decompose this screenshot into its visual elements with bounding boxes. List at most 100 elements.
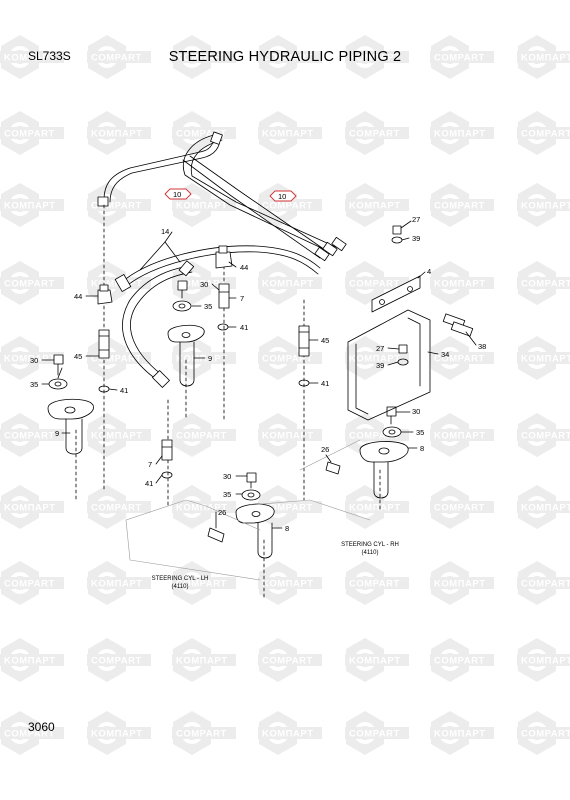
- watermark-tile: KOMПAPT: [258, 413, 322, 457]
- svg-text:KOMПAPT: KOMПAPT: [4, 656, 56, 667]
- watermark-tile: KOMПAPT: [517, 638, 570, 682]
- svg-text:KOMПAPT: KOMПAPT: [4, 201, 56, 212]
- svg-text:COMPART: COMPART: [4, 279, 55, 290]
- watermark-tile: COMPART: [345, 111, 409, 155]
- svg-text:COMPART: COMPART: [434, 354, 485, 365]
- callout-8b: 8: [420, 444, 424, 453]
- svg-text:KOMПAPT: KOMПAPT: [4, 354, 56, 365]
- adapter-45-left: [98, 329, 110, 359]
- elbow-26-right: [325, 461, 341, 475]
- svg-text:COMPART: COMPART: [521, 729, 570, 740]
- watermark-tile: COMPART: [87, 485, 151, 529]
- callout-41b: 41: [120, 386, 128, 395]
- svg-text:KOMПAPT: KOMПAPT: [521, 656, 570, 667]
- watermark-tile: KOMПAPT: [345, 183, 409, 227]
- callout-44b: 44: [240, 263, 248, 272]
- callout-8a: 8: [285, 524, 289, 533]
- svg-text:COMPART: COMPART: [176, 129, 227, 140]
- svg-text:KOMПAPT: KOMПAPT: [262, 729, 314, 740]
- svg-text:COMPART: COMPART: [262, 656, 313, 667]
- tee-fitting-left: [97, 284, 113, 305]
- svg-text:KOMПAPT: KOMПAPT: [4, 53, 56, 64]
- svg-text:KOMПAPT: KOMПAPT: [176, 201, 228, 212]
- page-number: 3060: [28, 720, 55, 734]
- watermark-tile: COMPART: [430, 183, 494, 227]
- watermark-tile: KOMПAPT: [345, 35, 409, 79]
- svg-text:KOMПAPT: KOMПAPT: [4, 503, 56, 514]
- callout-38: 38: [478, 342, 486, 351]
- watermark-tile: KOMПAPT: [0, 638, 64, 682]
- hose-middle: [114, 245, 321, 388]
- bracket-34: [347, 309, 431, 421]
- watermark-tile: COMPART: [517, 711, 570, 755]
- bolt-27-top: [391, 225, 403, 244]
- watermark-tile: COMPART: [258, 35, 322, 79]
- watermark-tile: COMPART: [430, 638, 494, 682]
- svg-text:COMPART: COMPART: [521, 431, 570, 442]
- elbow-26-left: [207, 527, 225, 543]
- callout-39a: 39: [412, 234, 420, 243]
- hose-upper-long: [103, 134, 339, 259]
- watermark-tile: KOMПAPT: [87, 561, 151, 605]
- page-title: STEERING HYDRAULIC PIPING 2: [168, 49, 402, 65]
- watermark-tile: COMPART: [430, 35, 494, 79]
- watermark-tile: COMPART: [0, 111, 64, 155]
- watermark-tile: COMPART: [87, 35, 151, 79]
- svg-text:KOMПAPT: KOMПAPT: [176, 656, 228, 667]
- captions: STEERING CYL - RH (4110) STEERING CYL - …: [152, 542, 399, 590]
- callout-10a-frame: [164, 188, 192, 200]
- watermark-tile: KOMПAPT: [430, 261, 494, 305]
- watermark-tile: KOMПAPT: [258, 261, 322, 305]
- watermark-tile: KOMПAPT: [517, 35, 570, 79]
- bolt-washer-lower: [241, 472, 261, 501]
- watermark-tile: KOMПAPT: [87, 111, 151, 155]
- bolt-washer-mid: [172, 280, 192, 312]
- svg-text:KOMПAPT: KOMПAPT: [521, 354, 570, 365]
- watermark-tile: KOMПAPT: [517, 336, 570, 380]
- cylinder-outlines: [125, 439, 371, 581]
- watermark-tile: KOMПAPT: [0, 183, 64, 227]
- watermark-tile: COMPART: [258, 638, 322, 682]
- callout-45a: 45: [74, 352, 82, 361]
- svg-text:KOMПAPT: KOMПAPT: [262, 579, 314, 590]
- callout-35c: 35: [223, 490, 231, 499]
- callout-30b: 30: [30, 356, 38, 365]
- svg-text:KOMПAPT: KOMПAPT: [434, 431, 486, 442]
- svg-text:KOMПAPT: KOMПAPT: [91, 431, 143, 442]
- svg-text:COMPART: COMPART: [4, 729, 55, 740]
- svg-text:COMPART: COMPART: [349, 579, 400, 590]
- svg-text:KOMПAPT: KOMПAPT: [91, 279, 143, 290]
- model-code: SL733S: [28, 49, 71, 63]
- svg-text:KOMПAPT: KOMПAPT: [91, 129, 143, 140]
- svg-text:COMPART: COMPART: [434, 53, 485, 64]
- watermark-tile: KOMПAPT: [430, 711, 494, 755]
- svg-text:KOMПAPT: KOMПAPT: [176, 354, 228, 365]
- callout-26b: 26: [321, 445, 329, 454]
- caption-steering-lh-code: (4110): [172, 584, 189, 590]
- pin-8-lower-left: [235, 503, 275, 559]
- callout-41d: 41: [321, 379, 329, 388]
- bolt-washer-right: [382, 406, 402, 438]
- callout-9b: 9: [55, 429, 59, 438]
- svg-text:COMPART: COMPART: [176, 431, 227, 442]
- watermark-tile: KOMПAPT: [0, 35, 64, 79]
- callout-44a: 44: [74, 292, 82, 301]
- svg-text:COMPART: COMPART: [262, 201, 313, 212]
- callout-30d: 30: [412, 407, 420, 416]
- svg-text:COMPART: COMPART: [91, 354, 142, 365]
- hose-fittings-upper: [97, 131, 347, 262]
- callout-45b: 45: [321, 336, 329, 345]
- watermark-tile: COMPART: [517, 261, 570, 305]
- callout-27a: 27: [412, 215, 420, 224]
- svg-text:KOMПAPT: KOMПAPT: [434, 129, 486, 140]
- svg-text:KOMПAPT: KOMПAPT: [521, 503, 570, 514]
- svg-text:KOMПAPT: KOMПAPT: [521, 201, 570, 212]
- svg-text:COMPART: COMPART: [521, 129, 570, 140]
- watermark-tile: KOMПAPT: [172, 638, 236, 682]
- svg-text:COMPART: COMPART: [91, 53, 142, 64]
- svg-text:COMPART: COMPART: [434, 656, 485, 667]
- watermark-tile: KOMПAPT: [0, 485, 64, 529]
- callout-10a: 10: [173, 190, 181, 199]
- callout-9a: 9: [208, 354, 212, 363]
